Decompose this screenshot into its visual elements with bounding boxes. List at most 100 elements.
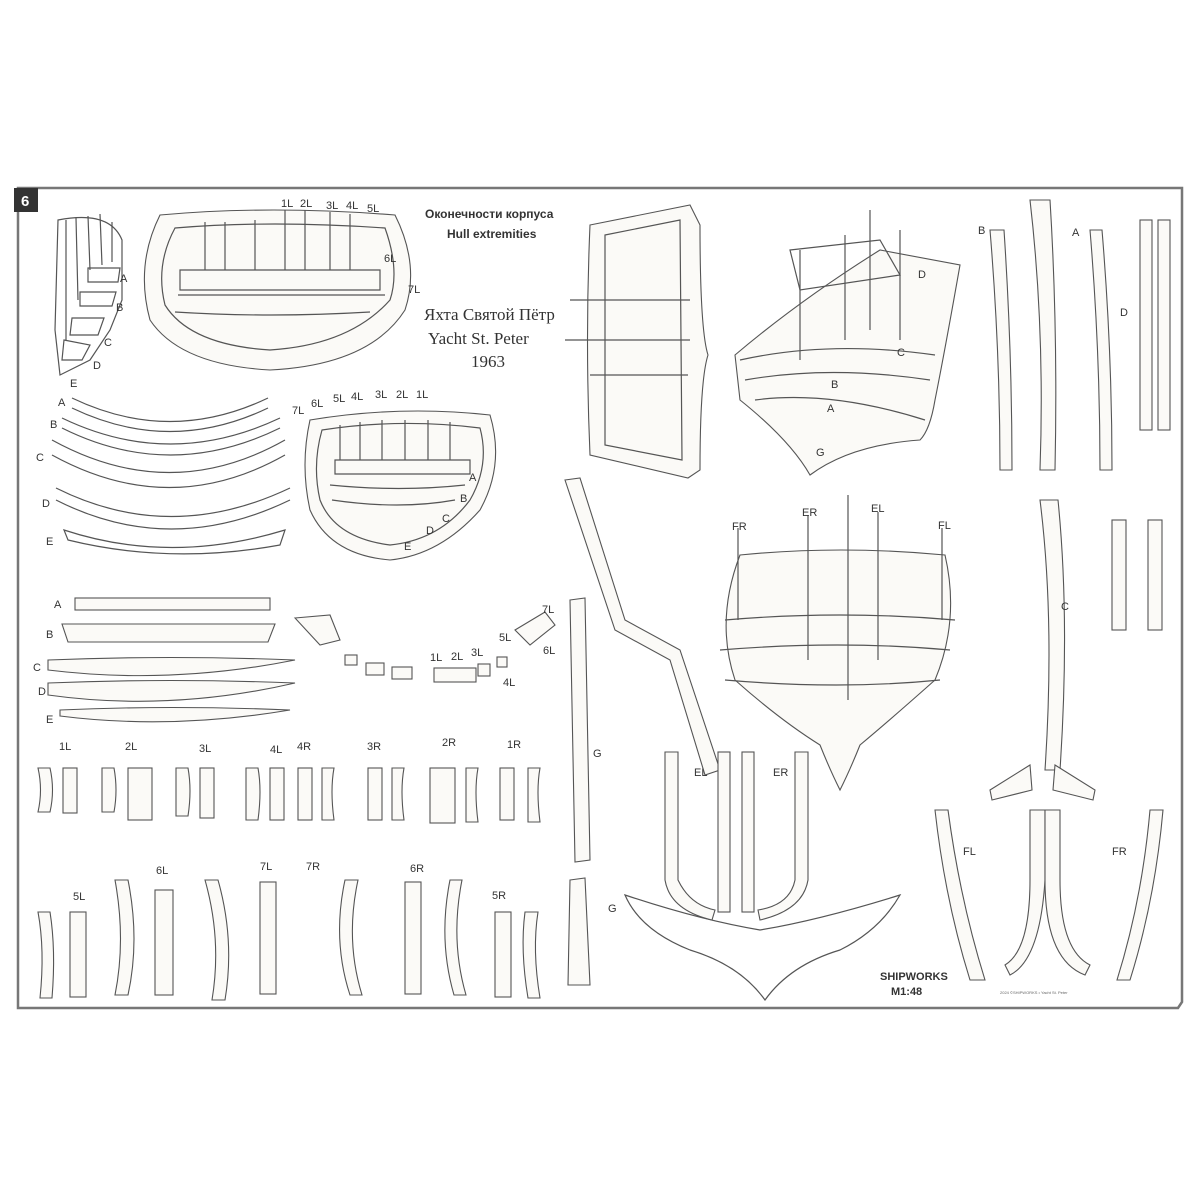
label: 2R	[442, 737, 456, 749]
label: 6R	[410, 863, 424, 875]
el-er-pieces	[664, 751, 809, 921]
label: D	[93, 360, 101, 372]
label: 5L	[73, 891, 85, 903]
label: 6L	[543, 645, 555, 657]
label: 4L	[346, 200, 358, 212]
label: 1L	[430, 652, 442, 664]
label: G	[593, 748, 602, 760]
label: D	[918, 269, 926, 281]
label: 1L	[59, 741, 71, 753]
label: FL	[938, 520, 951, 532]
label: A	[469, 472, 477, 484]
title-ru: Оконечности корпуса	[425, 207, 554, 221]
small-frame-pieces	[293, 611, 556, 683]
label: E	[404, 541, 411, 553]
label: ER	[773, 767, 788, 779]
label: FL	[963, 846, 976, 858]
label: 5L	[499, 632, 511, 644]
frame-pieces-row2	[37, 879, 541, 1001]
label: 7L	[542, 604, 554, 616]
label: C	[104, 337, 112, 349]
label: B	[460, 493, 467, 505]
label: 3L	[471, 647, 483, 659]
label: B	[831, 379, 838, 391]
stern-quarter-assembly	[54, 213, 123, 376]
label: 2L	[451, 651, 463, 663]
label: 7L	[408, 284, 420, 296]
label: B	[50, 419, 57, 431]
label: EL	[694, 767, 707, 779]
label: 5L	[333, 393, 345, 405]
frame-pieces-row1	[37, 767, 541, 824]
label: E	[46, 536, 53, 548]
label: 6L	[311, 398, 323, 410]
ship-name-en: Yacht St. Peter	[428, 329, 529, 348]
label: 4L	[351, 391, 363, 403]
label: 7L	[292, 405, 304, 417]
label: 2L	[300, 198, 312, 210]
scale: M1:48	[891, 986, 922, 998]
label: D	[426, 525, 434, 537]
label: 6L	[384, 253, 396, 265]
part-labels: A B C D E 1L 2L 3L 4L 5L 6L 7L A B C D E…	[33, 198, 1128, 915]
stern-section-top	[143, 209, 412, 371]
label: 7R	[306, 861, 320, 873]
strip-parts	[47, 597, 296, 723]
label: 7L	[260, 861, 272, 873]
label: C	[33, 662, 41, 674]
label: B	[46, 629, 53, 641]
label: 5L	[367, 203, 379, 215]
label: 1L	[416, 389, 428, 401]
label: 3R	[367, 741, 381, 753]
label: D	[38, 686, 46, 698]
label: A	[827, 403, 835, 415]
label: 6L	[156, 865, 168, 877]
ship-name-ru: Яхта Святой Пётр	[424, 305, 555, 324]
label: FR	[732, 521, 747, 533]
year: 1963	[471, 352, 505, 371]
label: A	[54, 599, 62, 611]
label: 4L	[503, 677, 515, 689]
label: 1R	[507, 739, 521, 751]
stern-section-2	[304, 410, 497, 561]
label: C	[897, 347, 905, 359]
label: 2L	[396, 389, 408, 401]
label: ER	[802, 507, 817, 519]
label: C	[1061, 601, 1069, 613]
stem-piece-g	[564, 477, 902, 1002]
label: 2L	[125, 741, 137, 753]
label: B	[116, 302, 123, 314]
label: FR	[1112, 846, 1127, 858]
label: G	[816, 447, 825, 459]
transom-frame	[565, 204, 709, 479]
label: EL	[871, 503, 884, 515]
label: 4R	[297, 741, 311, 753]
label: 3L	[199, 743, 211, 755]
label: E	[70, 378, 77, 390]
label: A	[120, 273, 128, 285]
logo: SHIPWORKS	[880, 971, 948, 983]
label: 5R	[492, 890, 506, 902]
label: C	[36, 452, 44, 464]
stern-assembly	[719, 495, 956, 792]
label: B	[978, 225, 985, 237]
label: D	[42, 498, 50, 510]
label: C	[442, 513, 450, 525]
right-parts	[934, 199, 1171, 981]
label: 1L	[281, 198, 293, 210]
label: D	[1120, 307, 1128, 319]
label: 4L	[270, 744, 282, 756]
label: E	[46, 714, 53, 726]
sheet-number-badge	[14, 188, 38, 212]
copyright: 2024 ©SHIPWORKS • Yacht St. Peter	[1000, 990, 1068, 995]
arc-parts	[51, 397, 291, 555]
sheet-number: 6	[21, 193, 29, 210]
label: A	[1072, 227, 1080, 239]
bow-assembly	[734, 210, 961, 476]
label: 3L	[326, 200, 338, 212]
label: G	[608, 903, 617, 915]
label: 3L	[375, 389, 387, 401]
title-en: Hull extremities	[447, 227, 537, 241]
